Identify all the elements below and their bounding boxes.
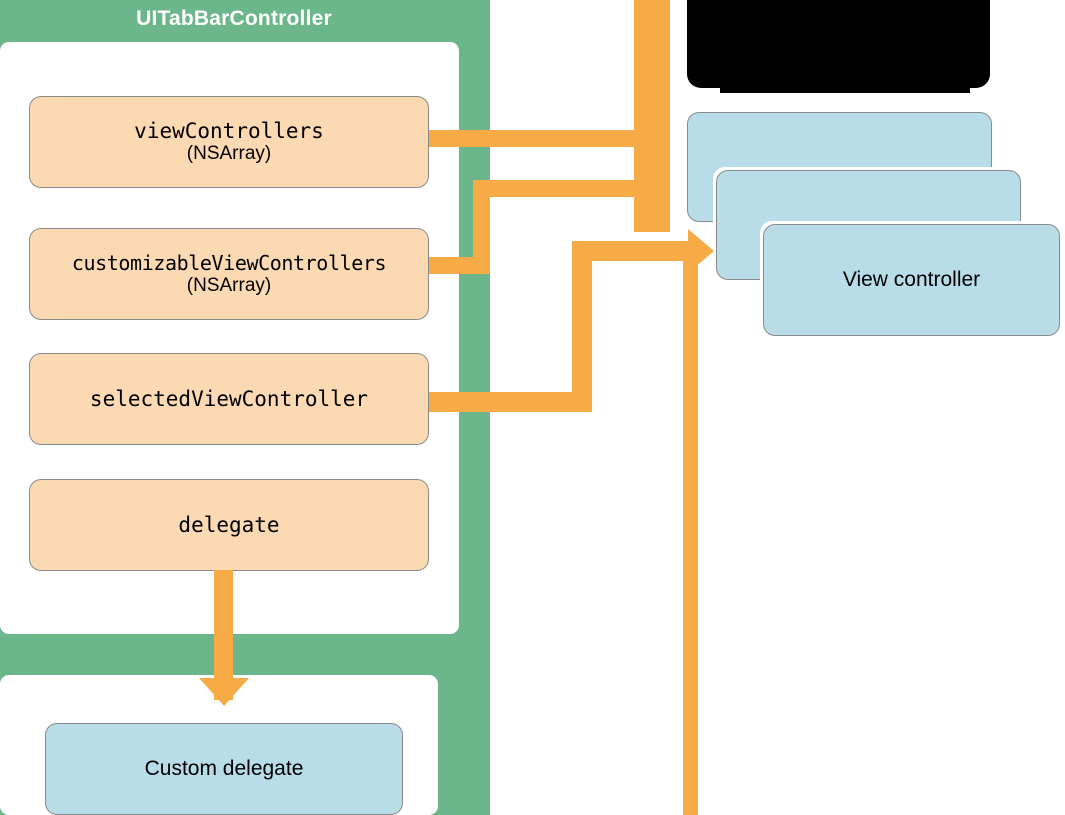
property-name-selectedviewcontroller: selectedViewController: [89, 386, 369, 411]
connector-customizable-vertical: [473, 180, 490, 274]
connector-bottom-vertical-outflow: [683, 258, 698, 815]
connector-selected-horizontal-2: [572, 241, 698, 261]
custom-delegate-box[interactable]: Custom delegate: [45, 723, 403, 815]
redacted-region-edge: [720, 84, 970, 93]
property-box-delegate[interactable]: delegate: [29, 479, 429, 571]
property-type-customizableviewcontrollers: (NSArray): [186, 274, 272, 296]
connector-selected-arrowhead: [688, 229, 714, 273]
property-name-viewcontrollers: viewControllers: [134, 119, 324, 143]
property-type-viewcontrollers: (NSArray): [186, 143, 272, 165]
property-box-customizableviewcontrollers[interactable]: customizableViewControllers (NSArray): [29, 228, 429, 320]
redacted-region: [687, 0, 990, 88]
connector-customizable-arrowhead: [638, 167, 664, 211]
view-controller-label: View controller: [842, 268, 981, 291]
connector-delegate-vertical: [214, 570, 233, 700]
property-name-customizableviewcontrollers: customizableViewControllers: [71, 250, 387, 275]
property-box-viewcontrollers[interactable]: viewControllers (NSArray): [29, 96, 429, 188]
connector-viewcontrollers-horizontal: [429, 130, 661, 147]
connector-selected-vertical: [572, 241, 592, 412]
view-controller-card-front[interactable]: View controller: [763, 224, 1060, 336]
custom-delegate-label: Custom delegate: [144, 757, 304, 780]
connector-selected-horizontal-1: [429, 392, 589, 412]
container-title: UITabBarController: [136, 7, 332, 30]
property-name-delegate: delegate: [178, 512, 280, 537]
connector-viewcontrollers-arrowhead: [638, 116, 664, 160]
property-box-selectedviewcontroller[interactable]: selectedViewController: [29, 353, 429, 445]
connector-delegate-arrowhead: [199, 678, 249, 706]
connector-customizable-horizontal-2: [473, 180, 661, 197]
